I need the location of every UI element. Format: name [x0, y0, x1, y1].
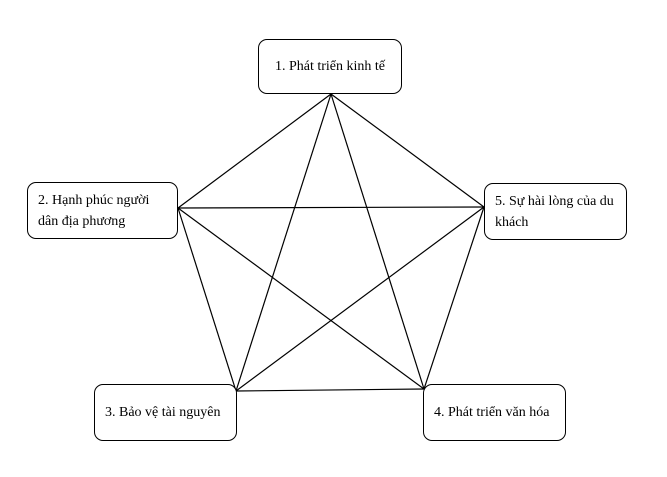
node-label: 2. Hạnh phúc người dân địa phương	[38, 192, 150, 229]
edge-visitor-satisfaction-to-cultural	[423, 206, 485, 390]
node-label: 4. Phát triển văn hóa	[434, 405, 550, 420]
node-visitor-satisfaction: 5. Sự hài lòng của du khách	[484, 183, 627, 240]
node-local-happiness: 2. Hạnh phúc người dân địa phương	[27, 182, 178, 239]
connection-lines	[177, 93, 485, 392]
edge-visitor-satisfaction-to-resource-protection	[235, 206, 485, 392]
edge-economic-to-local-happiness	[177, 93, 332, 209]
edge-economic-to-visitor-satisfaction	[330, 93, 485, 208]
edge-resource-protection-to-cultural	[235, 388, 425, 392]
node-label: 5. Sự hài lòng của du khách	[495, 193, 614, 230]
node-cultural-development: 4. Phát triển văn hóa	[423, 384, 566, 441]
node-label: 1. Phát triển kinh tế	[274, 59, 386, 74]
edge-local-happiness-to-cultural	[177, 207, 425, 390]
edge-economic-to-cultural	[330, 93, 425, 390]
node-label: 3. Bảo vệ tài nguyên	[105, 405, 221, 420]
edge-local-happiness-to-visitor-satisfaction	[177, 206, 485, 209]
edge-economic-to-resource-protection	[235, 93, 332, 392]
node-resource-protection: 3. Bảo vệ tài nguyên	[94, 384, 237, 441]
node-economic-development: 1. Phát triển kinh tế	[258, 39, 402, 94]
edge-local-happiness-to-resource-protection	[177, 207, 237, 392]
